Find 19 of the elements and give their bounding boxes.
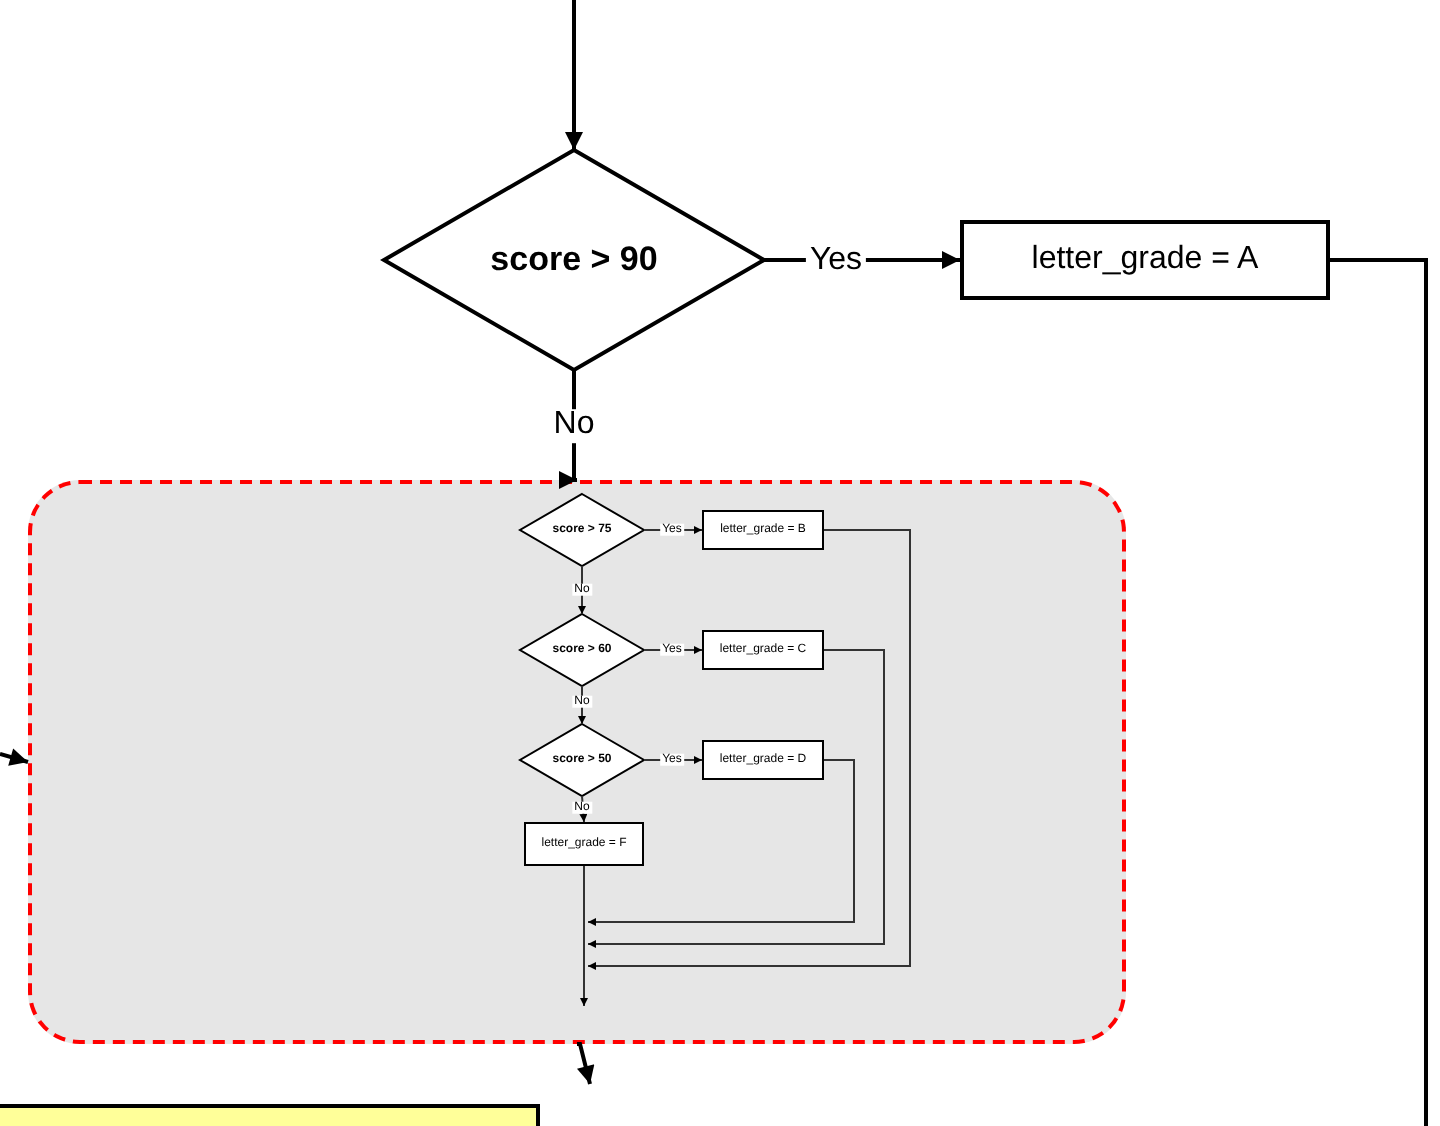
process-box: [702, 510, 824, 550]
connector-line: [1330, 258, 1428, 1126]
process-box: [702, 740, 824, 780]
process-box: [960, 220, 1330, 300]
assignment-text: letter_grade = A: [1031, 242, 1259, 278]
arrow: [587, 529, 911, 970]
arrow: [578, 685, 586, 725]
arrow: [578, 565, 586, 615]
arrow: [587, 649, 885, 948]
arrow: [576, 1042, 595, 1085]
arrow: [580, 865, 588, 1007]
process-box: [702, 630, 824, 670]
arrow: [587, 759, 855, 926]
arrow: [579, 795, 588, 823]
arrow: [0, 748, 29, 766]
process-box: [524, 822, 644, 866]
arrow: [565, 0, 583, 150]
group-panel: [28, 480, 1126, 1044]
condition-text: score > 90: [490, 240, 658, 280]
